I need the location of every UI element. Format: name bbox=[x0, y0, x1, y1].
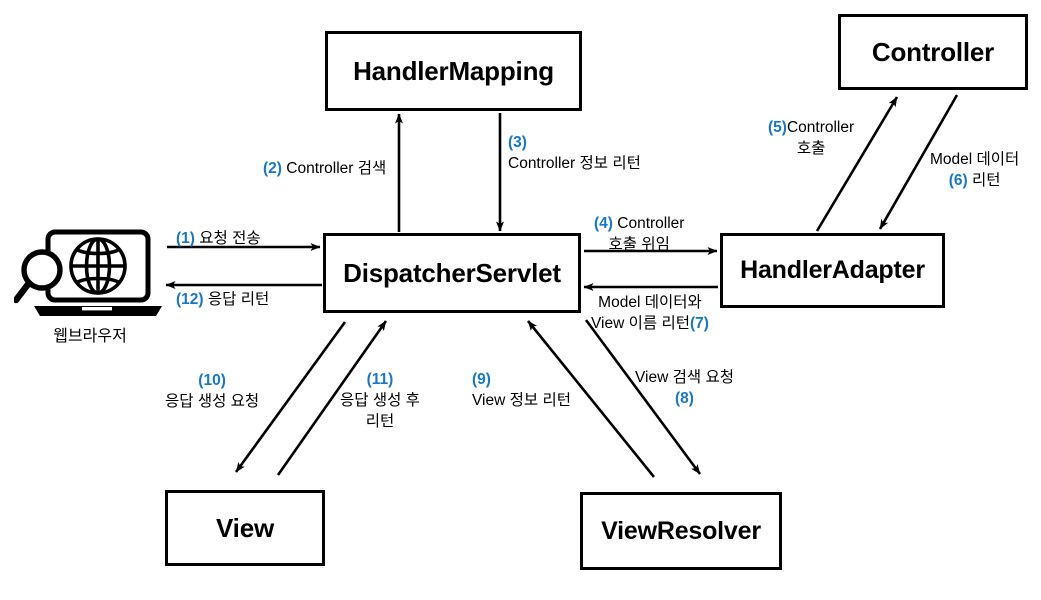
edge-line-7b: View 이름 리턴(7) bbox=[591, 314, 709, 335]
edge-num-3: (3) bbox=[508, 134, 527, 151]
edge-num-9: (9) bbox=[472, 371, 491, 388]
edge-text-8: View 검색 요청 bbox=[635, 369, 734, 386]
edge-num-8: (8) bbox=[675, 389, 694, 407]
edge-label-2: (2) Controller 검색 bbox=[263, 159, 386, 180]
edge-text-2: Controller 검색 bbox=[286, 160, 387, 177]
arrow-11 bbox=[276, 320, 388, 476]
edge-text-3: Controller 정보 리턴 bbox=[508, 154, 641, 172]
edge-label-4: (4) Controller 호출 위임 bbox=[594, 214, 684, 256]
edge-num-1: (1) bbox=[176, 230, 195, 247]
edge-text-5a: Controller bbox=[786, 119, 855, 136]
edge-num-12: (12) bbox=[176, 291, 204, 308]
edge-label-9: (9) View 정보 리턴 bbox=[472, 370, 571, 412]
arrow-8 bbox=[584, 319, 702, 475]
edge-label-3: (3) Controller 정보 리턴 bbox=[508, 133, 641, 175]
node-controller[interactable]: Controller bbox=[838, 14, 1028, 90]
arrow-6 bbox=[878, 94, 959, 230]
edge-num-2: (2) bbox=[263, 160, 282, 177]
edge-num-4: (4) bbox=[594, 215, 613, 232]
edge-line-6b: (6) 리턴 bbox=[930, 171, 1019, 192]
node-handler-adapter[interactable]: HandlerAdapter bbox=[720, 233, 945, 308]
edge-num-5: (5) bbox=[768, 119, 787, 136]
edge-num-11: (11) bbox=[366, 371, 394, 388]
node-handler-mapping[interactable]: HandlerMapping bbox=[325, 31, 582, 111]
edge-label-8: View 검색 요청 (8) bbox=[635, 368, 734, 410]
edge-label-11: (11) 응답 생성 후 리턴 bbox=[340, 370, 420, 433]
node-view-resolver[interactable]: ViewResolver bbox=[580, 492, 782, 570]
edge-text-9: View 정보 리턴 bbox=[472, 391, 571, 409]
edge-label-7: Model 데이터와 View 이름 리턴(7) bbox=[591, 293, 709, 335]
browser-caption-label: 웹브라우저 bbox=[53, 328, 127, 345]
edge-text-12: 응답 리턴 bbox=[207, 291, 270, 308]
edge-label-1: (1) 요청 전송 bbox=[176, 229, 261, 250]
edge-label-5: (5)Controller 호출 bbox=[768, 118, 854, 160]
edge-text-1: 요청 전송 bbox=[199, 230, 261, 247]
edge-text-5b: 호출 bbox=[796, 139, 826, 157]
edge-num-10: (10) bbox=[198, 372, 226, 389]
edge-text-6b: 리턴 bbox=[972, 171, 1001, 189]
edge-line-4a: (4) Controller bbox=[594, 214, 684, 235]
edge-num-7: (7) bbox=[689, 314, 709, 332]
edge-text-6a: Model 데이터 bbox=[930, 151, 1020, 168]
edge-text-11a: 응답 생성 후 bbox=[340, 391, 420, 409]
node-dispatcher-servlet[interactable]: DispatcherServlet bbox=[323, 233, 581, 313]
web-browser-icon bbox=[14, 229, 162, 316]
arrow-10 bbox=[234, 321, 347, 473]
arrow-5 bbox=[815, 96, 899, 232]
arrow-9 bbox=[526, 320, 656, 478]
edge-label-12: (12) 응답 리턴 bbox=[176, 290, 269, 311]
edge-text-10: 응답 생성 요청 bbox=[165, 392, 260, 410]
edge-text-7a: Model 데이터와 bbox=[598, 294, 702, 311]
edge-text-7b: View 이름 리턴 bbox=[591, 314, 690, 332]
edge-label-10: (10) 응답 생성 요청 bbox=[165, 371, 259, 413]
edge-text-11b: 리턴 bbox=[365, 412, 395, 430]
node-view[interactable]: View bbox=[165, 490, 325, 566]
edge-num-6: (6) bbox=[948, 171, 968, 189]
edge-text-4b: 호출 위임 bbox=[608, 235, 670, 253]
edge-text-4a: Controller bbox=[617, 215, 685, 232]
edge-line-5a: (5)Controller bbox=[768, 118, 854, 139]
edge-label-6: Model 데이터 (6) 리턴 bbox=[930, 150, 1019, 192]
